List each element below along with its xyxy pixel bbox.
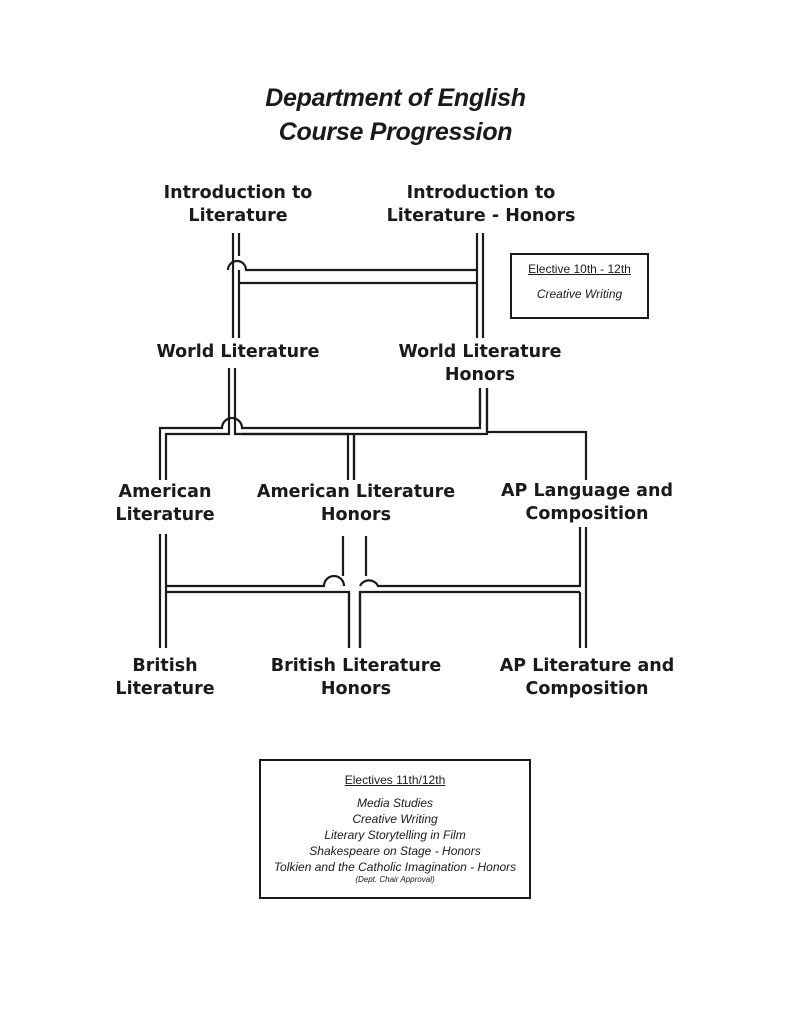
elective-box-11th-12th: Electives 11th/12th Media Studies Creati… [259,759,531,899]
course-british-literature-line-1: British [132,656,198,676]
connector-intro-cross-link [226,259,477,285]
elective-item: Media Studies [356,796,434,810]
course-ap-language-composition: AP Language and Composition [486,480,688,526]
page-title-line-1: Department of English [265,84,526,112]
course-british-literature-line-2: Literature [115,679,215,699]
elective-box-10th-12th: Elective 10th - 12th Creative Writing [510,253,649,319]
course-world-literature-honors-line-2: Honors [444,365,516,385]
course-american-literature-line-1: American [118,482,212,502]
connector-world-honors-split [242,388,588,480]
course-american-literature-honors-line-1: American Literature [256,482,456,502]
course-ap-language-composition-line-1: AP Language and [501,481,673,501]
elective-box-11th-12th-heading: Electives 11th/12th [344,773,446,787]
course-ap-literature-composition-line-2: Composition [525,679,649,699]
course-american-literature-honors-line-2: Honors [320,505,392,525]
elective-box-10th-12th-item: Creative Writing [536,287,623,301]
elective-item: Tolkien and the Catholic Imagination - H… [273,860,517,874]
elective-box-10th-12th-heading: Elective 10th - 12th [528,262,631,276]
elective-approval-note: (Dept. Chair Approval) [355,875,435,884]
course-world-literature-honors-line-1: World Literature [398,342,562,362]
elective-item: Creative Writing [352,812,438,826]
course-ap-language-composition-line-2: Composition [525,504,649,524]
connector-intro-honors-to-world-honors [475,233,485,338]
connector-world-down [227,368,237,420]
connector-cross-bar-top [166,527,582,588]
course-world-literature-honors: World Literature Honors [380,341,580,387]
course-british-literature-honors: British Literature Honors [250,655,462,701]
course-intro-literature-line-1: Introduction to [163,183,313,203]
course-ap-literature-composition: AP Literature and Composition [480,655,694,701]
course-intro-literature-honors: Introduction to Literature - Honors [370,182,592,228]
course-intro-literature-line-2: Literature [188,206,288,226]
course-intro-literature-honors-line-2: Literature - Honors [386,206,576,226]
connector-american-to-british [158,534,168,648]
connector-cross-bar-bottom [166,590,580,648]
course-british-literature: British Literature [95,655,235,701]
course-british-literature-honors-line-1: British Literature [270,656,442,676]
connector-ap-lang-to-ap-lit [578,527,588,648]
elective-item: Shakespeare on Stage - Honors [309,844,481,858]
course-british-literature-honors-line-2: Honors [320,679,392,699]
course-intro-literature-honors-line-1: Introduction to [406,183,556,203]
page-title-line-2: Course Progression [278,118,513,146]
course-world-literature: World Literature [138,341,338,364]
course-american-literature: American Literature [95,481,235,527]
elective-item: Literary Storytelling in Film [324,828,466,842]
course-intro-literature: Introduction to Literature [148,182,328,228]
connector-world-split [158,388,482,480]
course-american-literature-honors: American Literature Honors [240,481,472,527]
connector-intro-to-world [231,233,241,338]
course-american-literature-line-2: Literature [115,505,215,525]
course-world-literature-line-1: World Literature [156,342,320,362]
course-ap-literature-composition-line-1: AP Literature and [499,656,675,676]
